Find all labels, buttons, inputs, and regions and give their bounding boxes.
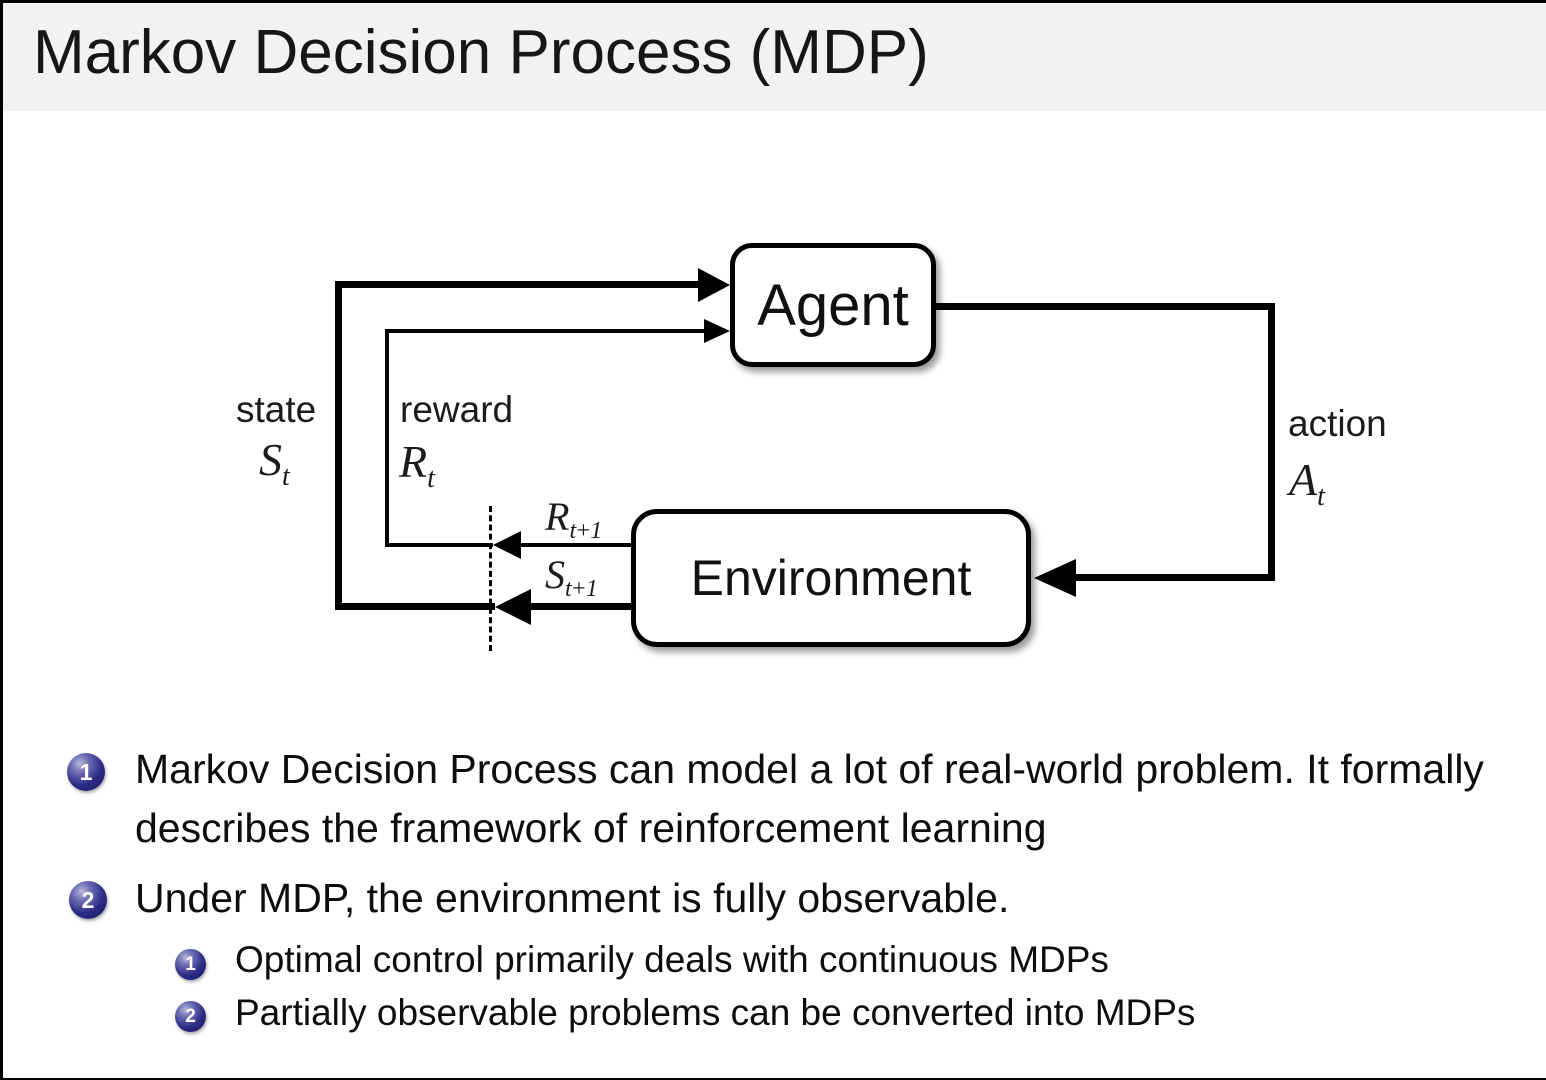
action-arrowhead-icon [1034, 559, 1076, 597]
sub-bullet-1-number: 1 [185, 953, 196, 975]
sub-bullet-1-text: Optimal control primarily deals with con… [235, 939, 1109, 980]
action-line-right [1268, 303, 1275, 581]
bullet-ball-2-icon: 2 [69, 881, 107, 919]
reward-next-label: Rt+1 [545, 493, 602, 545]
reward-line-left [385, 329, 389, 545]
sub-bullet-ball-2-icon: 2 [175, 1001, 206, 1032]
state-arrowhead-icon [698, 268, 730, 302]
state-line-bottom-right [531, 603, 631, 610]
reward-symbol: R [399, 436, 428, 487]
bullet-ball-1-icon: 1 [67, 753, 105, 791]
sub-bullet-2-number: 2 [185, 1005, 196, 1027]
slide-title: Markov Decision Process (MDP) [33, 18, 929, 87]
bullet-2-number: 2 [81, 886, 95, 913]
action-word-label: action [1288, 403, 1387, 444]
reward-line-top [385, 329, 704, 333]
bullet-1-text: Markov Decision Process can model a lot … [135, 746, 1484, 851]
sub-bullet-2-text: Partially observable problems can be con… [235, 992, 1196, 1033]
bullet-1-number: 1 [79, 758, 93, 785]
state-symbol: S [259, 434, 282, 485]
state-symbol-label: St [259, 433, 290, 493]
action-symbol: A [1289, 454, 1318, 505]
state-next-label: St+1 [545, 551, 598, 603]
environment-box: Environment [631, 509, 1031, 647]
reward-subscript: t [427, 463, 435, 494]
reward-next-subscript: t+1 [569, 518, 602, 544]
state-next-symbol: S [545, 552, 565, 597]
state-next-arrowhead-icon [495, 589, 531, 625]
reward-word-label: reward [400, 389, 514, 430]
action-line-bottom [1076, 574, 1275, 581]
state-line-bottom-left [335, 603, 495, 610]
reward-next-arrowhead-icon [493, 531, 521, 559]
environment-label: Environment [690, 550, 972, 606]
reward-arrowhead-icon [704, 319, 730, 343]
state-next-subscript: t+1 [565, 576, 598, 602]
state-line-top [335, 281, 698, 288]
agent-box: Agent [730, 243, 936, 367]
reward-line-bottom-right [521, 543, 631, 547]
state-line-left [335, 281, 342, 610]
state-word-label: state [236, 389, 317, 430]
state-subscript: t [282, 461, 290, 492]
reward-symbol-label: Rt [399, 435, 435, 495]
action-line-top [936, 303, 1275, 310]
reward-line-bottom-left [385, 543, 493, 547]
sub-bullet-ball-1-icon: 1 [175, 949, 206, 980]
action-subscript: t [1317, 481, 1325, 512]
title-bar: Markov Decision Process (MDP) [3, 3, 1546, 111]
mdp-diagram: Agent Environment state St reward Rt act… [3, 111, 1546, 711]
timestep-divider [489, 506, 492, 651]
agent-label: Agent [757, 272, 909, 338]
action-symbol-label: At [1289, 453, 1325, 513]
bullet-2-text: Under MDP, the environment is fully obse… [135, 875, 1010, 921]
reward-next-symbol: R [545, 494, 570, 539]
